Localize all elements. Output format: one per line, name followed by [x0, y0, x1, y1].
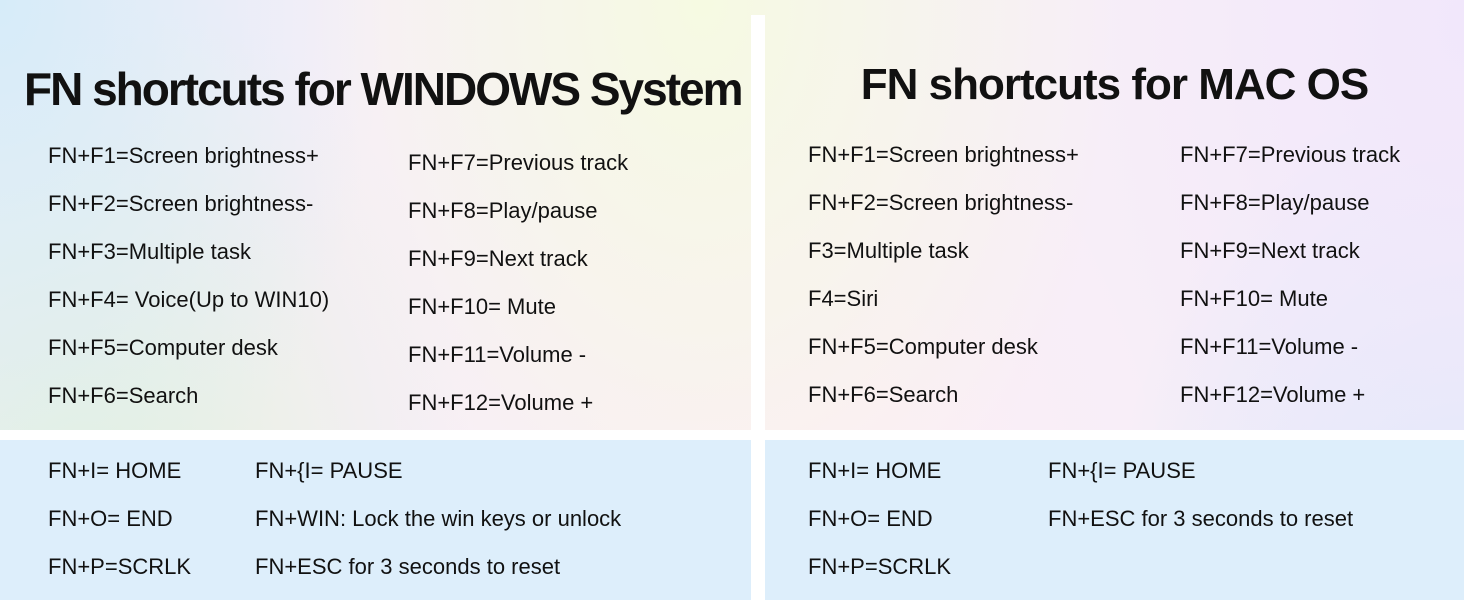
shortcut-item: FN+F12=Volume +: [408, 390, 594, 415]
shortcut-item: FN+F1=Screen brightness+: [808, 142, 1079, 167]
shortcut-item: FN+{I= PAUSE: [1048, 458, 1196, 483]
windows-fn-column-left: FN+F1=Screen brightness+ FN+F2=Screen br…: [48, 132, 329, 420]
shortcut-item: F3=Multiple task: [808, 238, 969, 263]
shortcut-item: FN+F9=Next track: [1180, 238, 1360, 263]
shortcut-item: FN+F2=Screen brightness-: [48, 191, 314, 216]
shortcut-item: FN+I= HOME: [808, 458, 942, 483]
shortcut-item: FN+F2=Screen brightness-: [808, 190, 1074, 215]
shortcut-item: FN+O= END: [808, 506, 933, 531]
shortcut-item: FN+F8=Play/pause: [1180, 190, 1370, 215]
windows-extra-column-left: FN+I= HOME FN+O= END FN+P=SCRLK: [48, 447, 191, 591]
shortcut-item: FN+F1=Screen brightness+: [48, 143, 319, 168]
shortcut-item: FN+F3=Multiple task: [48, 239, 251, 264]
windows-extra-column-right: FN+{I= PAUSE FN+WIN: Lock the win keys o…: [255, 447, 621, 591]
shortcut-item: FN+F6=Search: [48, 383, 199, 408]
shortcut-item: FN+F7=Previous track: [1180, 142, 1401, 167]
shortcut-item: F4=Siri: [808, 286, 879, 311]
shortcut-item: FN+F11=Volume -: [1180, 334, 1359, 359]
shortcut-item: FN+I= HOME: [48, 458, 182, 483]
shortcut-item: FN+P=SCRLK: [48, 554, 192, 579]
shortcut-item: FN+ESC for 3 seconds to reset: [1048, 506, 1354, 531]
bottom-sections-background: [0, 440, 1464, 600]
shortcut-item: FN+F7=Previous track: [408, 150, 629, 175]
shortcut-item: FN+WIN: Lock the win keys or unlock: [255, 506, 622, 531]
mac-panel-title: FN shortcuts for MAC OS: [860, 60, 1369, 109]
vertical-divider: [751, 15, 765, 600]
shortcut-item: FN+F8=Play/pause: [408, 198, 598, 223]
shortcut-item: FN+O= END: [48, 506, 173, 531]
shortcut-item: FN+P=SCRLK: [808, 554, 952, 579]
shortcut-item: FN+F10= Mute: [408, 294, 556, 319]
windows-panel-title: FN shortcuts for WINDOWS System: [24, 63, 744, 115]
mac-extra-column-left: FN+I= HOME FN+O= END FN+P=SCRLK: [808, 447, 951, 591]
horizontal-divider: [0, 430, 1464, 440]
windows-fn-column-right: FN+F7=Previous track FN+F8=Play/pause FN…: [408, 139, 628, 427]
shortcut-item: FN+F9=Next track: [408, 246, 588, 271]
shortcut-item: FN+F6=Search: [808, 382, 959, 407]
shortcut-item: FN+F4= Voice(Up to WIN10): [48, 287, 330, 312]
mac-extra-column-right: FN+{I= PAUSE FN+ESC for 3 seconds to res…: [1048, 447, 1353, 543]
shortcut-item: FN+F10= Mute: [1180, 286, 1328, 311]
shortcut-item: FN+F5=Computer desk: [48, 335, 278, 360]
mac-fn-column-left: FN+F1=Screen brightness+ FN+F2=Screen br…: [808, 131, 1079, 419]
shortcut-item: FN+ESC for 3 seconds to reset: [255, 554, 561, 579]
mac-fn-column-right: FN+F7=Previous track FN+F8=Play/pause FN…: [1180, 131, 1400, 419]
shortcut-item: FN+F11=Volume -: [408, 342, 587, 367]
shortcut-item: FN+{I= PAUSE: [255, 458, 403, 483]
shortcut-item: FN+F12=Volume +: [1180, 382, 1366, 407]
shortcut-item: FN+F5=Computer desk: [808, 334, 1038, 359]
